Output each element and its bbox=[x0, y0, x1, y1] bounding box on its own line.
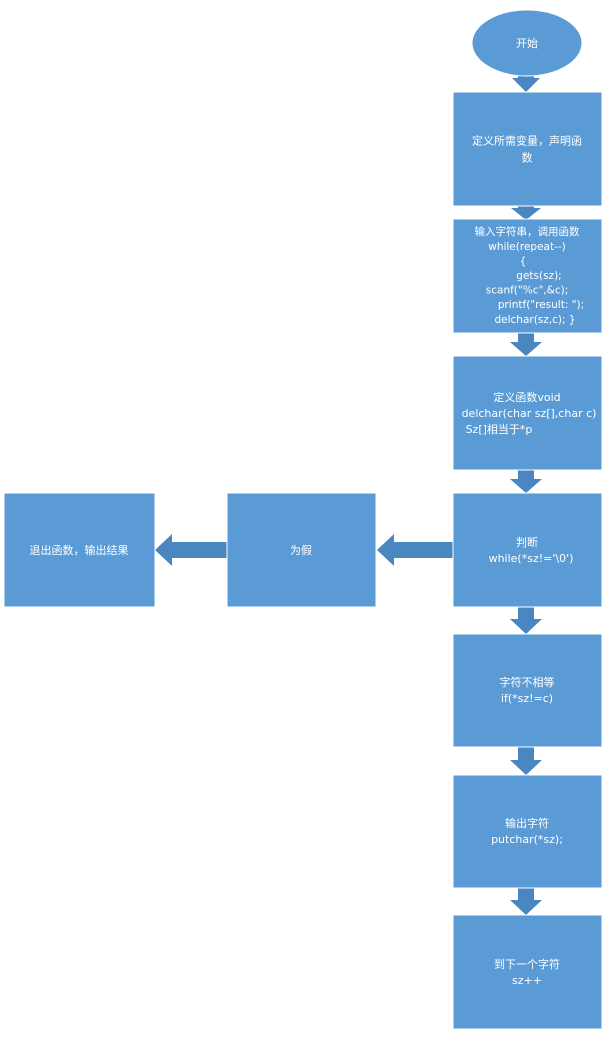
define-func-node bbox=[452, 355, 603, 471]
false-branch-node-text: 为假 bbox=[290, 543, 312, 557]
input-line-4: gets(sz); bbox=[516, 270, 561, 282]
declare-node-text: 定义所需变量，声明函数 bbox=[472, 133, 582, 164]
exit-node bbox=[3, 492, 156, 608]
arrow-judge-to-notequal bbox=[510, 607, 542, 634]
not-equal-line-1: 字符不相等 bbox=[500, 675, 555, 689]
not-equal-line-2: if(*sz!=c) bbox=[501, 692, 553, 705]
input-line-7: delchar(sz,c); } bbox=[494, 314, 575, 326]
next-char-line-2: sz++ bbox=[512, 974, 542, 987]
declare-node bbox=[452, 91, 603, 207]
input-line-2: while(repeat--) bbox=[488, 241, 566, 253]
output-char-node bbox=[452, 774, 603, 889]
judge-node bbox=[452, 492, 603, 608]
judge-line-1: 判断 bbox=[516, 535, 538, 549]
arrow-define-to-judge bbox=[510, 470, 542, 493]
next-char-line-1: 到下一个字符 bbox=[494, 957, 560, 971]
define-func-line-1: 定义函数void bbox=[493, 390, 560, 404]
arrow-output-to-next bbox=[510, 888, 542, 915]
output-char-line-2: putchar(*sz); bbox=[491, 833, 563, 846]
judge-line-2: while(*sz!='\0') bbox=[489, 552, 574, 565]
next-char-node-text: 到下一个字符 sz++ bbox=[494, 957, 560, 987]
next-char-node bbox=[452, 914, 603, 1030]
arrow-declare-to-input bbox=[511, 206, 541, 220]
false-branch-node bbox=[226, 492, 377, 608]
arrow-notequal-to-output bbox=[510, 747, 542, 775]
output-char-line-1: 输出字符 bbox=[505, 816, 549, 830]
define-func-node-text: 定义函数void delchar(char sz[],char c) Sz[]相当于… bbox=[462, 390, 597, 436]
arrow-false-to-exit bbox=[155, 534, 227, 566]
not-equal-node-text: 字符不相等 if(*sz!=c) bbox=[500, 675, 555, 705]
input-line-6: printf("result: "); bbox=[498, 299, 584, 311]
declare-line-2: 数 bbox=[522, 151, 533, 164]
input-node bbox=[452, 218, 603, 334]
arrow-start-to-declare bbox=[512, 72, 540, 92]
output-char-node-text: 输出字符 putchar(*sz); bbox=[491, 816, 563, 846]
false-branch-line-1: 为假 bbox=[290, 543, 312, 557]
input-line-3: { bbox=[520, 255, 527, 267]
not-equal-node bbox=[452, 633, 603, 748]
start-node bbox=[471, 9, 583, 77]
define-func-line-3: Sz[]相当于*p bbox=[466, 422, 533, 436]
arrow-input-to-define bbox=[510, 333, 542, 356]
declare-line-1: 定义所需变量，声明函 bbox=[472, 133, 582, 147]
start-line-1: 开始 bbox=[516, 36, 538, 50]
input-node-text: 输入字符串，调用函数 while(repeat--) { gets(sz); scanf… bbox=[475, 225, 585, 326]
input-line-5: scanf("%c",&c); bbox=[486, 285, 568, 297]
exit-node-text: 退出函数，输出结果 bbox=[30, 543, 129, 557]
arrow-judge-to-false bbox=[377, 534, 453, 566]
start-node-text: 开始 bbox=[516, 36, 538, 50]
judge-node-text: 判断 while(*sz!='\0') bbox=[489, 535, 574, 565]
input-line-1: 输入字符串，调用函数 bbox=[475, 225, 580, 238]
exit-line-1: 退出函数，输出结果 bbox=[30, 543, 129, 557]
define-func-line-2: delchar(char sz[],char c) bbox=[462, 407, 597, 420]
